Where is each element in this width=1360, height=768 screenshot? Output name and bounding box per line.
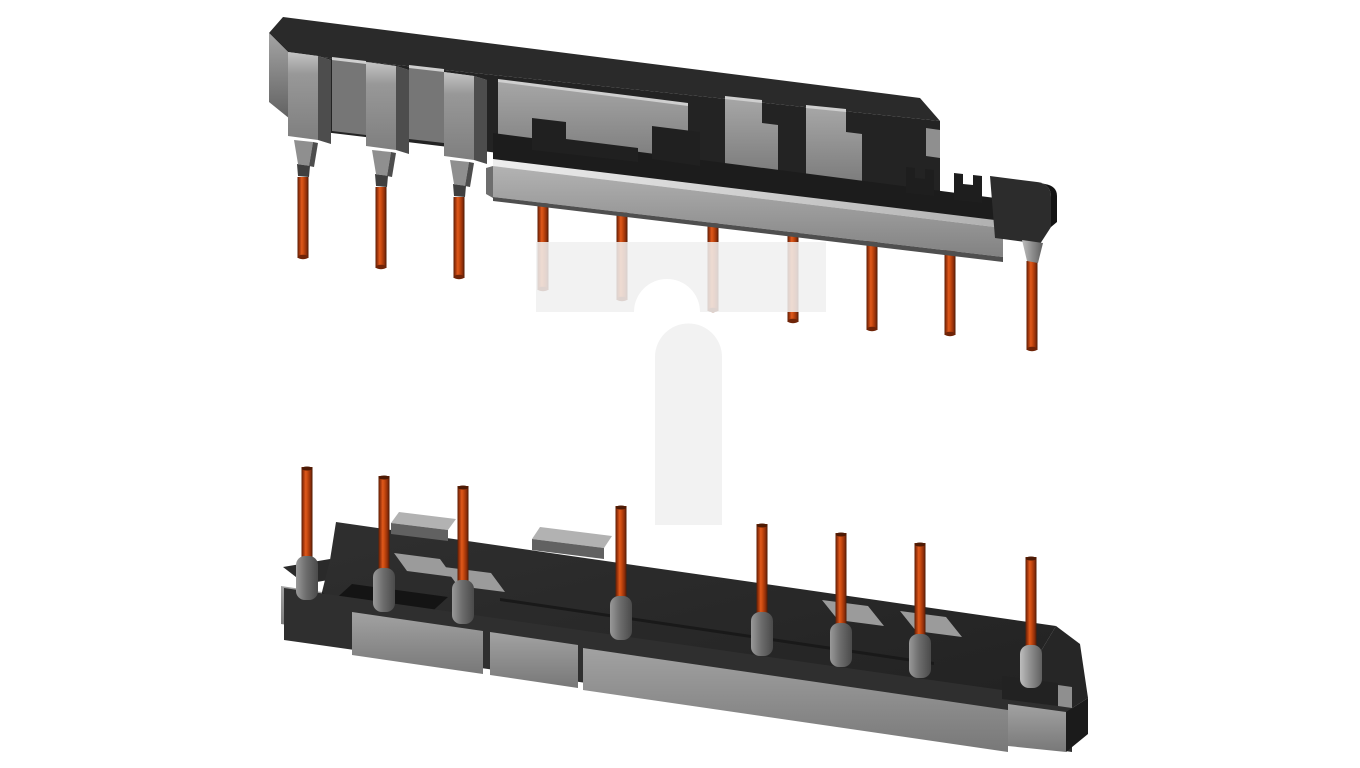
busbar-front-face	[493, 166, 1003, 257]
locking-tooth	[652, 126, 700, 166]
pin-tip	[297, 254, 309, 260]
watermark-logo	[536, 242, 826, 525]
lug-tip-side	[309, 142, 318, 167]
pin-tip	[787, 318, 799, 324]
lug-front	[444, 72, 474, 160]
raised-strip-front	[532, 539, 604, 559]
copper-pin	[297, 177, 309, 258]
pin-ferrule	[453, 184, 466, 197]
pin-tip	[1026, 346, 1038, 352]
copper-pin	[1025, 557, 1037, 655]
tower-block	[725, 99, 778, 172]
pin-sleeve	[452, 580, 474, 624]
blade-terminal	[288, 52, 331, 177]
end-block	[990, 176, 1051, 244]
copper-pin	[914, 543, 926, 644]
copper-pin	[457, 486, 469, 590]
copper-pin	[453, 197, 465, 278]
pin-sleeve	[1020, 645, 1042, 688]
lug-tip-side	[465, 162, 474, 187]
busbar-bevel	[493, 159, 1003, 228]
end-block-side	[1037, 182, 1057, 227]
copper-pin	[835, 533, 847, 633]
pin-ferrule	[297, 164, 310, 177]
level-step-edge	[500, 598, 934, 665]
top-link-module	[269, 17, 1057, 352]
copper-pin	[944, 250, 956, 335]
raised-strip-front	[391, 523, 448, 541]
lug-tip	[372, 150, 391, 176]
copper-pin	[375, 187, 387, 268]
pin-tip	[615, 505, 627, 510]
front-band-segment	[352, 612, 483, 674]
pin-pocket	[394, 553, 453, 577]
pin-sleeve	[751, 612, 773, 656]
pin-pedestal-step	[1058, 685, 1072, 708]
front-band-segment	[583, 648, 1008, 752]
watermark-stem	[655, 323, 722, 525]
bottom-pin-row	[296, 466, 1042, 688]
pin-pedestal	[1002, 676, 1058, 706]
copper-pin	[378, 476, 390, 578]
lug-front	[288, 52, 318, 140]
base-right-end-cap	[1066, 698, 1088, 752]
copper-pin	[301, 467, 313, 566]
blade-terminal	[444, 72, 487, 197]
tower-block	[806, 108, 862, 181]
pin-tip	[944, 331, 956, 337]
copper-pin	[1026, 261, 1038, 350]
pin-tip	[453, 274, 465, 280]
pin-sleeve	[830, 623, 852, 667]
lug-tip-side	[387, 152, 396, 177]
lug-tip	[294, 140, 313, 166]
bracket-tab	[954, 173, 982, 203]
pin-tip	[378, 475, 390, 480]
lug-side	[318, 56, 331, 144]
lug-side	[396, 66, 409, 154]
rear-bar-top-face	[269, 17, 940, 121]
pin-tip	[756, 523, 768, 528]
copper-pin	[756, 524, 768, 622]
base-top-face	[322, 522, 1056, 706]
recessed-panel	[409, 68, 444, 143]
pin-tip	[835, 532, 847, 537]
blade-terminal	[366, 62, 409, 187]
bottom-adapter-base	[281, 466, 1088, 752]
front-band-segment	[1008, 704, 1066, 752]
locking-tooth	[532, 118, 638, 162]
pin-sleeve	[909, 634, 931, 678]
end-step-face	[926, 128, 940, 158]
pin-sleeve	[373, 568, 395, 612]
front-band-segment	[490, 632, 578, 688]
pin-ferrule	[375, 174, 388, 187]
pin-sleeve	[610, 596, 632, 640]
busbar-left-side	[486, 166, 493, 198]
pin-sleeve	[296, 556, 318, 600]
pin-tip	[375, 264, 387, 270]
raised-strip-top	[532, 527, 612, 548]
pin-tip	[914, 542, 926, 547]
pin-tip	[866, 326, 878, 332]
raised-strip-top	[391, 512, 456, 530]
rear-bar-left-end-face	[269, 33, 290, 119]
pin-tip	[457, 485, 469, 490]
watermark-bar	[536, 242, 826, 312]
lug-side	[474, 76, 487, 164]
copper-pin	[615, 506, 627, 606]
recessed-panel	[332, 60, 366, 135]
bracket-tab	[906, 167, 934, 196]
pin-tip	[1025, 556, 1037, 561]
lug-tip	[450, 160, 469, 186]
end-pin-bushing	[1022, 240, 1043, 263]
pin-tip	[301, 466, 313, 471]
copper-pin	[866, 241, 878, 330]
lug-front	[366, 62, 396, 150]
busbar-bottom-edge	[493, 197, 1003, 262]
